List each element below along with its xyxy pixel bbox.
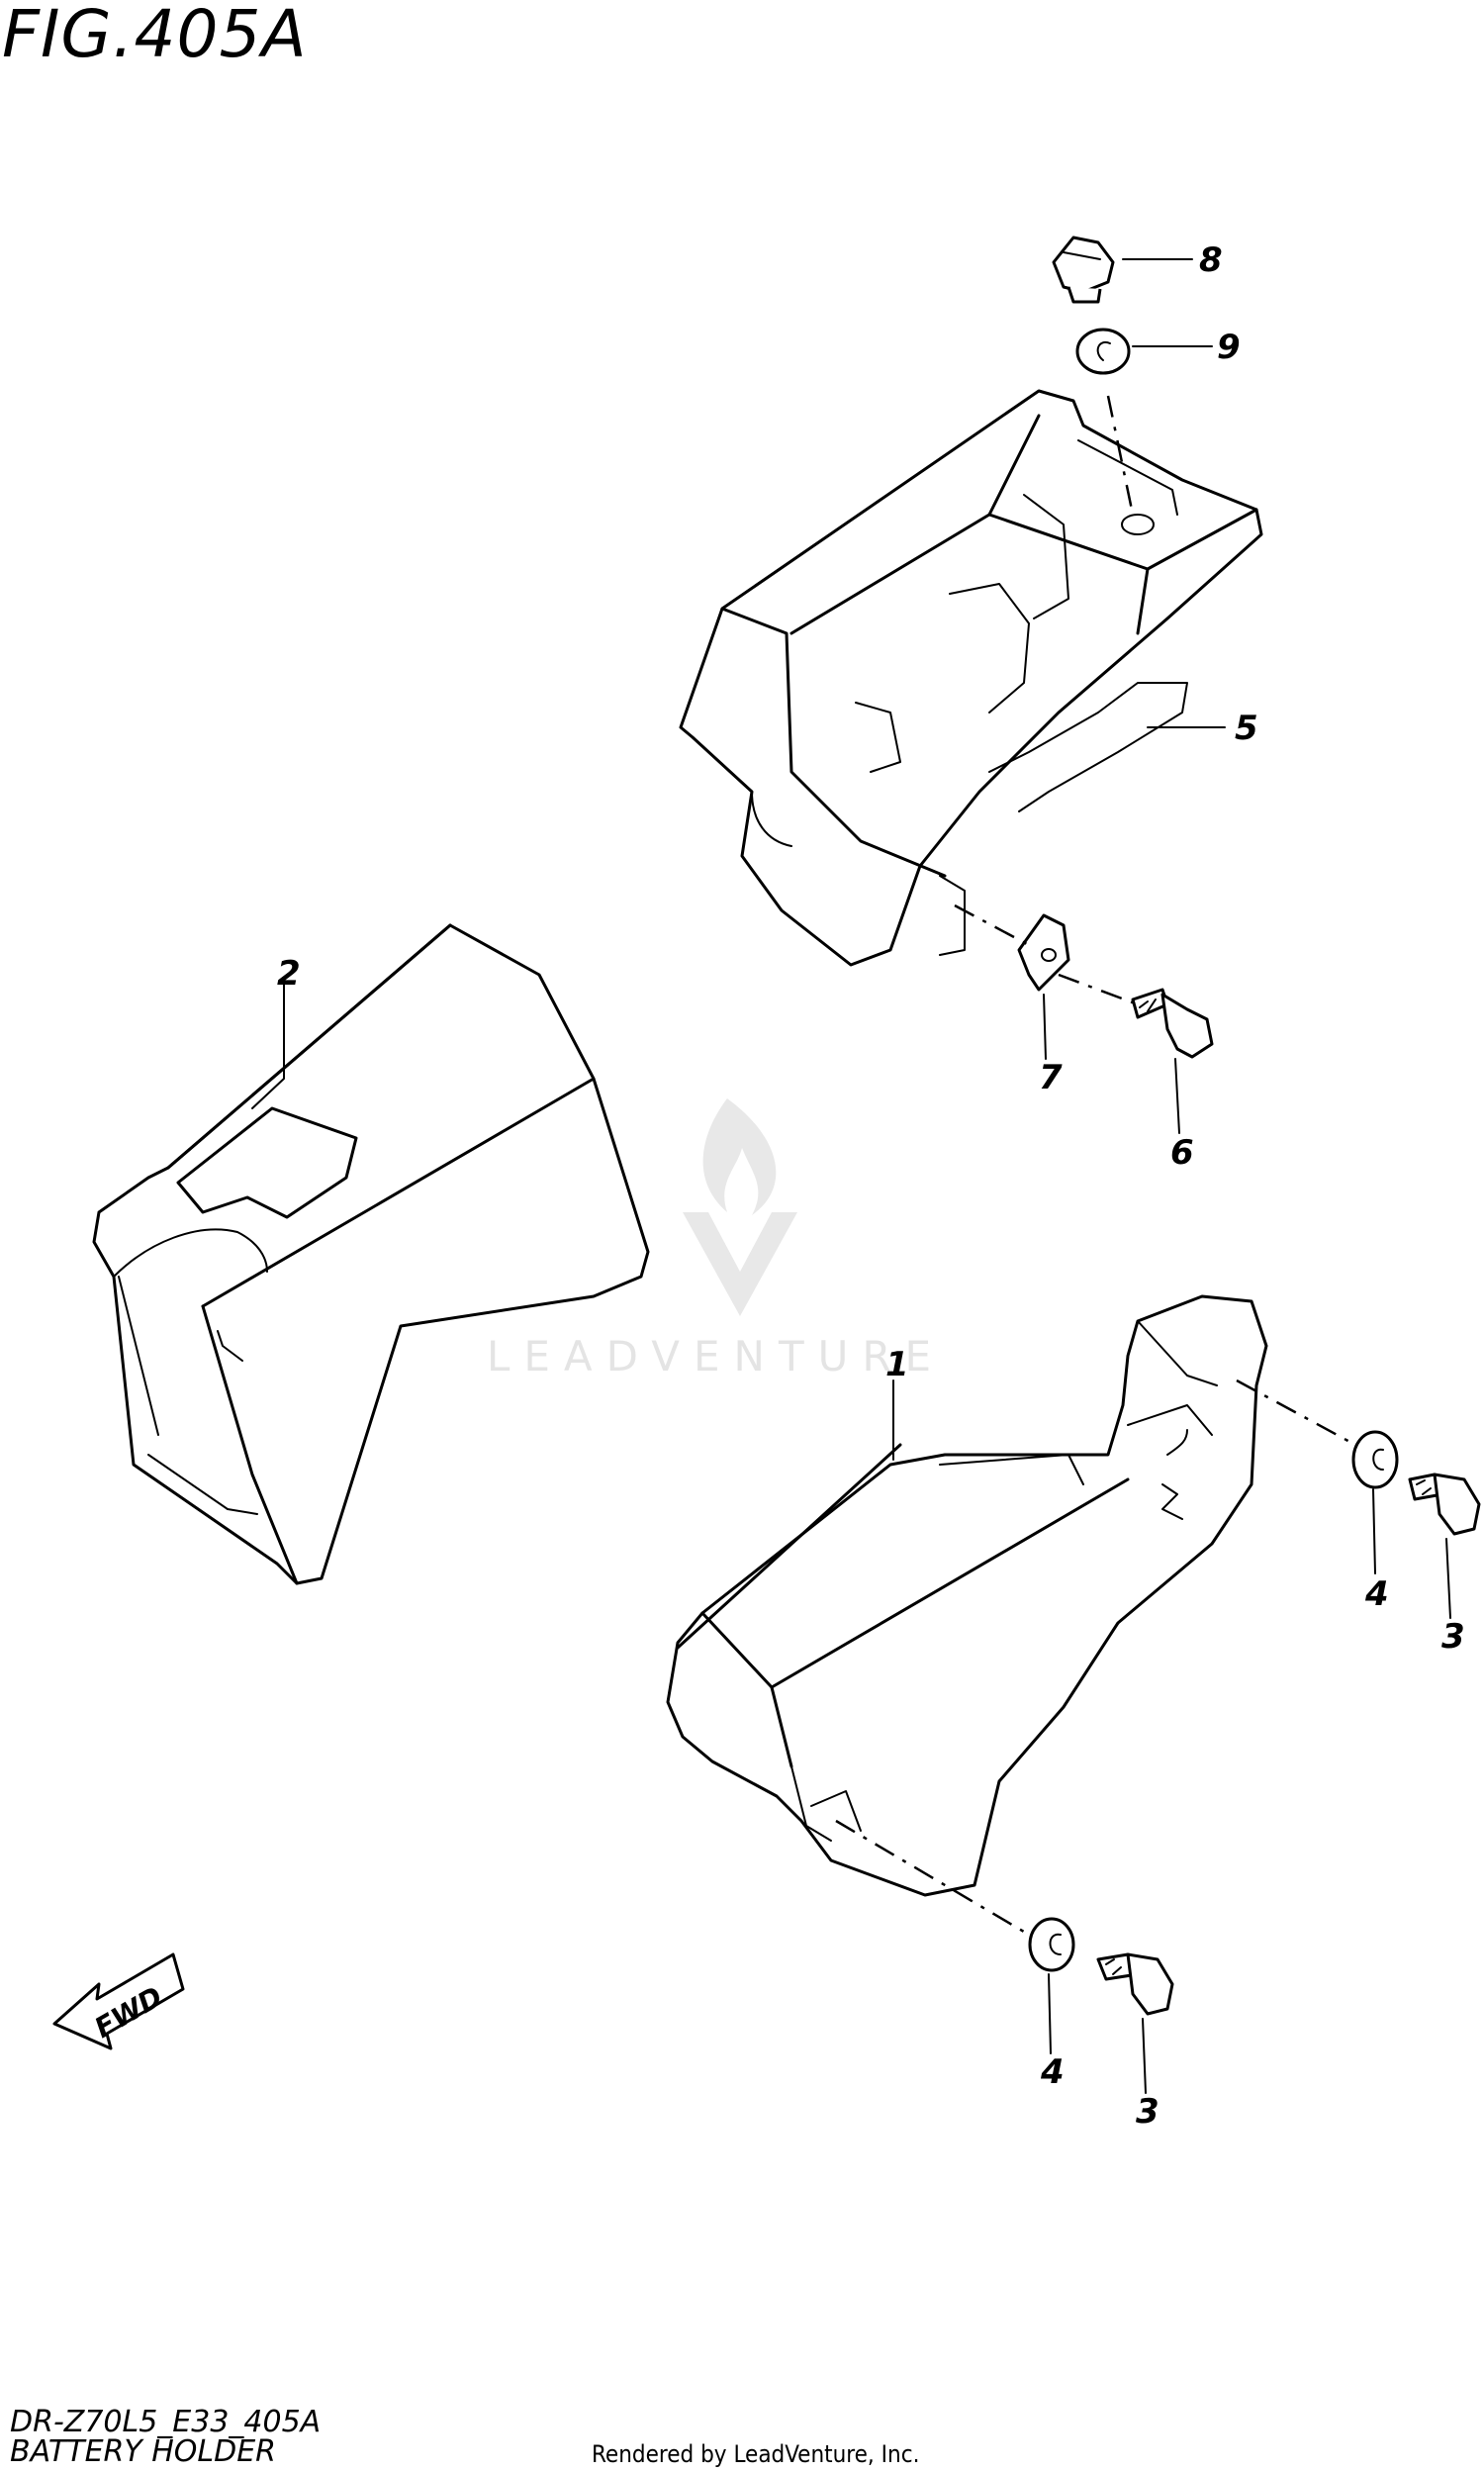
part-2-battery-cover bbox=[92, 923, 650, 1585]
callout-5: 5 bbox=[1235, 709, 1258, 748]
part-7-clip-nut bbox=[1017, 913, 1070, 992]
callout-3-upper: 3 bbox=[1441, 1617, 1465, 1657]
callout-4-upper: 4 bbox=[1364, 1574, 1389, 1614]
part-9-washer bbox=[1075, 328, 1131, 375]
assembly-lines bbox=[835, 395, 1356, 1937]
part-4-washer-upper bbox=[1351, 1430, 1399, 1489]
callout-6: 6 bbox=[1170, 1133, 1194, 1173]
callout-4-lower: 4 bbox=[1040, 2052, 1065, 2092]
part-6-bolt bbox=[1131, 988, 1214, 1059]
part-8-bolt bbox=[1052, 236, 1115, 304]
watermark-logo: LEADVENTURE bbox=[487, 1098, 945, 1380]
figure-subtitle: BATTERY HOLDER bbox=[10, 2434, 277, 2469]
callout-3-lower: 3 bbox=[1136, 2092, 1159, 2132]
leader-lines bbox=[251, 258, 1451, 2094]
part-5-battery-tray bbox=[679, 389, 1263, 967]
model-code: DR-Z70L5_E33_405A bbox=[10, 2405, 322, 2439]
fwd-direction-arrow: FWD bbox=[52, 1952, 185, 2050]
part-3-bolt-lower bbox=[1096, 1952, 1174, 2016]
watermark-text: LEADVENTURE bbox=[487, 1332, 945, 1380]
callouts: 8 9 5 7 6 2 1 4 3 4 3 bbox=[277, 240, 1465, 2132]
part-4-washer-lower bbox=[1028, 1917, 1075, 1972]
callout-2: 2 bbox=[277, 954, 301, 994]
callout-1: 1 bbox=[885, 1345, 909, 1384]
callout-7: 7 bbox=[1039, 1058, 1063, 1097]
figure-title: FIG.405A bbox=[2, 0, 308, 72]
callout-8: 8 bbox=[1199, 240, 1223, 280]
part-1-side-cover bbox=[666, 1294, 1268, 1897]
callout-9: 9 bbox=[1217, 328, 1241, 367]
part-3-bolt-upper bbox=[1408, 1473, 1481, 1536]
render-credit: Rendered by LeadVenture, Inc. bbox=[592, 2440, 920, 2468]
